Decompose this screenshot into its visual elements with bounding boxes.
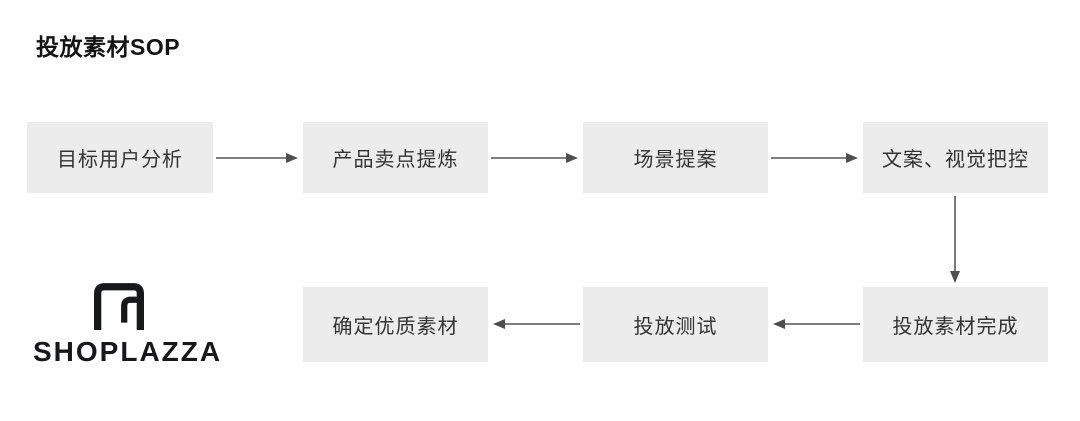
flow-node-label: 产品卖点提炼 bbox=[332, 149, 459, 171]
flow-node-label: 投放测试 bbox=[633, 316, 718, 338]
flow-node-copy-visual-control: 文案、视觉把控 bbox=[863, 122, 1048, 193]
flow-node-material-complete: 投放素材完成 bbox=[863, 287, 1048, 362]
flow-node-label: 确定优质素材 bbox=[332, 316, 459, 338]
flow-node-label: 投放素材完成 bbox=[892, 316, 1019, 338]
flow-node-label: 文案、视觉把控 bbox=[882, 149, 1029, 171]
shoplazza-logo: SHOPLAZZA bbox=[33, 283, 223, 368]
flow-node-label: 场景提案 bbox=[633, 149, 718, 171]
shoplazza-logo-icon bbox=[94, 283, 144, 330]
flow-node-scenario-proposal: 场景提案 bbox=[583, 122, 768, 193]
shoplazza-logo-text: SHOPLAZZA bbox=[33, 336, 223, 367]
page-title: 投放素材SOP bbox=[36, 34, 181, 60]
flow-node-confirm-quality: 确定优质素材 bbox=[303, 287, 488, 362]
flow-node-label: 目标用户分析 bbox=[57, 149, 183, 171]
flow-node-selling-point-refine: 产品卖点提炼 bbox=[303, 122, 488, 193]
flow-node-ad-testing: 投放测试 bbox=[583, 287, 768, 362]
flow-node-target-user-analysis: 目标用户分析 bbox=[27, 122, 213, 193]
